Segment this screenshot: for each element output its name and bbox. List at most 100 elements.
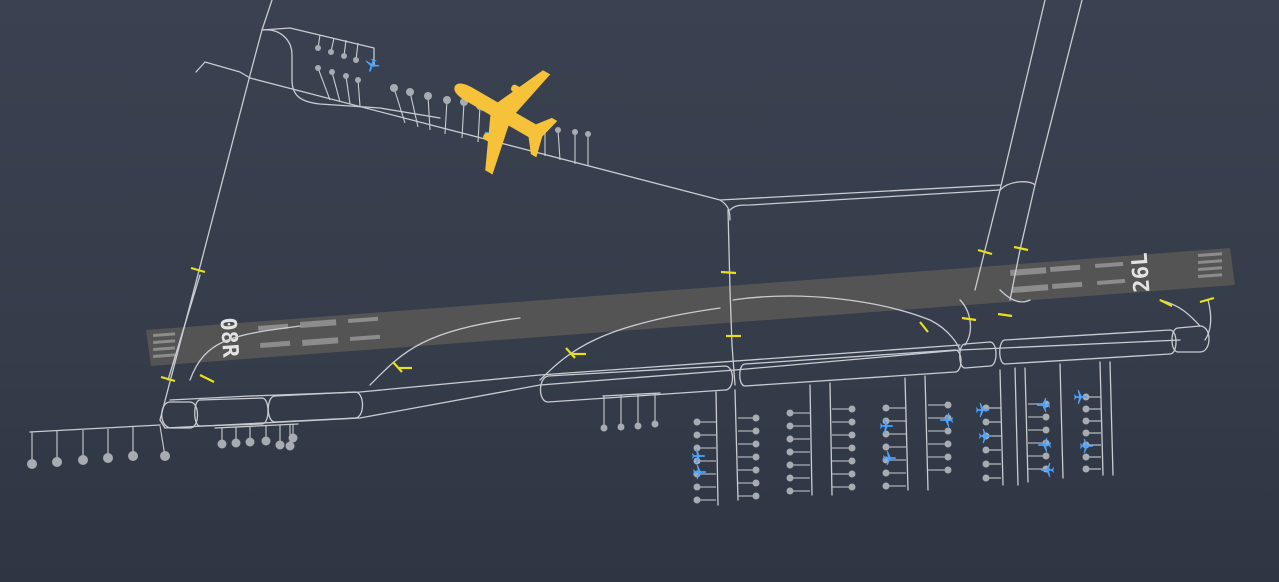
runway: 08R 26L: [146, 248, 1235, 366]
small-airplane-icon[interactable]: [1036, 397, 1050, 413]
stand[interactable]: [944, 466, 952, 474]
stand[interactable]: [882, 482, 890, 490]
stand[interactable]: [786, 409, 794, 417]
stand[interactable]: [1082, 453, 1090, 461]
stand[interactable]: [752, 427, 760, 435]
stand[interactable]: [848, 457, 856, 465]
stand[interactable]: [329, 69, 335, 75]
small-airplane-icon[interactable]: [1074, 389, 1088, 405]
small-airplane-icon[interactable]: [880, 418, 894, 434]
holding-points: [160, 245, 1215, 383]
stand[interactable]: [944, 453, 952, 461]
stand[interactable]: [752, 466, 760, 474]
stand[interactable]: [353, 57, 359, 63]
stand[interactable]: [752, 453, 760, 461]
stand[interactable]: [341, 53, 347, 59]
small-airplane-icon[interactable]: [976, 402, 990, 418]
airplane-icon[interactable]: [426, 36, 576, 189]
stand[interactable]: [982, 446, 990, 454]
stand[interactable]: [693, 418, 701, 426]
stand[interactable]: [786, 435, 794, 443]
stand[interactable]: [848, 405, 856, 413]
stand[interactable]: [848, 431, 856, 439]
stand[interactable]: [52, 457, 62, 467]
stand[interactable]: [944, 440, 952, 448]
stand[interactable]: [315, 65, 321, 71]
stand[interactable]: [555, 127, 561, 133]
stand[interactable]: [343, 73, 349, 79]
stand[interactable]: [944, 401, 952, 409]
stand[interactable]: [1042, 426, 1050, 434]
stand[interactable]: [634, 422, 642, 430]
stand[interactable]: [786, 461, 794, 469]
stand[interactable]: [848, 444, 856, 452]
small-airplane-icon[interactable]: [1037, 437, 1051, 453]
stand[interactable]: [651, 420, 659, 428]
stand[interactable]: [882, 443, 890, 451]
stand[interactable]: [786, 487, 794, 495]
stand[interactable]: [693, 444, 701, 452]
stand[interactable]: [103, 453, 113, 463]
stand[interactable]: [848, 483, 856, 491]
stand[interactable]: [752, 492, 760, 500]
small-airplane-icon[interactable]: [939, 412, 953, 428]
stand[interactable]: [848, 418, 856, 426]
stand[interactable]: [882, 430, 890, 438]
stand[interactable]: [328, 49, 334, 55]
stand[interactable]: [315, 45, 321, 51]
stand[interactable]: [261, 436, 271, 446]
stand[interactable]: [1082, 465, 1090, 473]
runway-designator-west: 08R: [215, 317, 243, 359]
stand[interactable]: [572, 129, 578, 135]
stand[interactable]: [390, 84, 398, 92]
stand[interactable]: [1082, 417, 1090, 425]
small-airplane-icon[interactable]: [1080, 438, 1094, 454]
stand[interactable]: [78, 455, 88, 465]
runway-markings: [258, 261, 1126, 348]
stand[interactable]: [982, 418, 990, 426]
stand[interactable]: [1042, 452, 1050, 460]
small-airplane-icon[interactable]: [883, 450, 897, 466]
stand[interactable]: [424, 92, 432, 100]
stand[interactable]: [982, 474, 990, 482]
stand[interactable]: [231, 438, 241, 448]
stand[interactable]: [245, 437, 255, 447]
stand[interactable]: [693, 496, 701, 504]
stand[interactable]: [982, 460, 990, 468]
stand[interactable]: [693, 431, 701, 439]
stand[interactable]: [128, 451, 138, 461]
stand[interactable]: [27, 459, 37, 469]
stand[interactable]: [752, 440, 760, 448]
stand[interactable]: [160, 451, 170, 461]
stand[interactable]: [1042, 413, 1050, 421]
stand[interactable]: [406, 88, 414, 96]
stand[interactable]: [944, 427, 952, 435]
stand[interactable]: [443, 96, 451, 104]
small-airplane-icon[interactable]: [693, 464, 707, 480]
stand[interactable]: [600, 424, 608, 432]
stand[interactable]: [882, 404, 890, 412]
stand[interactable]: [355, 77, 361, 83]
stand[interactable]: [752, 479, 760, 487]
stand[interactable]: [1082, 405, 1090, 413]
stand[interactable]: [288, 433, 298, 443]
stand[interactable]: [882, 469, 890, 477]
aircraft-stands: [27, 34, 1101, 504]
small-airplane-icon[interactable]: [1040, 462, 1054, 478]
stand[interactable]: [786, 448, 794, 456]
stand[interactable]: [693, 483, 701, 491]
stand[interactable]: [217, 439, 227, 449]
small-airplane-icon[interactable]: [363, 57, 381, 74]
stand[interactable]: [786, 474, 794, 482]
stand[interactable]: [1082, 429, 1090, 437]
stand[interactable]: [848, 470, 856, 478]
stand[interactable]: [275, 440, 285, 450]
stand[interactable]: [585, 131, 591, 137]
stand[interactable]: [617, 423, 625, 431]
stand[interactable]: [752, 414, 760, 422]
small-airplane-icon[interactable]: [692, 448, 706, 464]
small-airplane-icon[interactable]: [979, 428, 993, 444]
stand[interactable]: [786, 422, 794, 430]
stand[interactable]: [285, 441, 295, 451]
